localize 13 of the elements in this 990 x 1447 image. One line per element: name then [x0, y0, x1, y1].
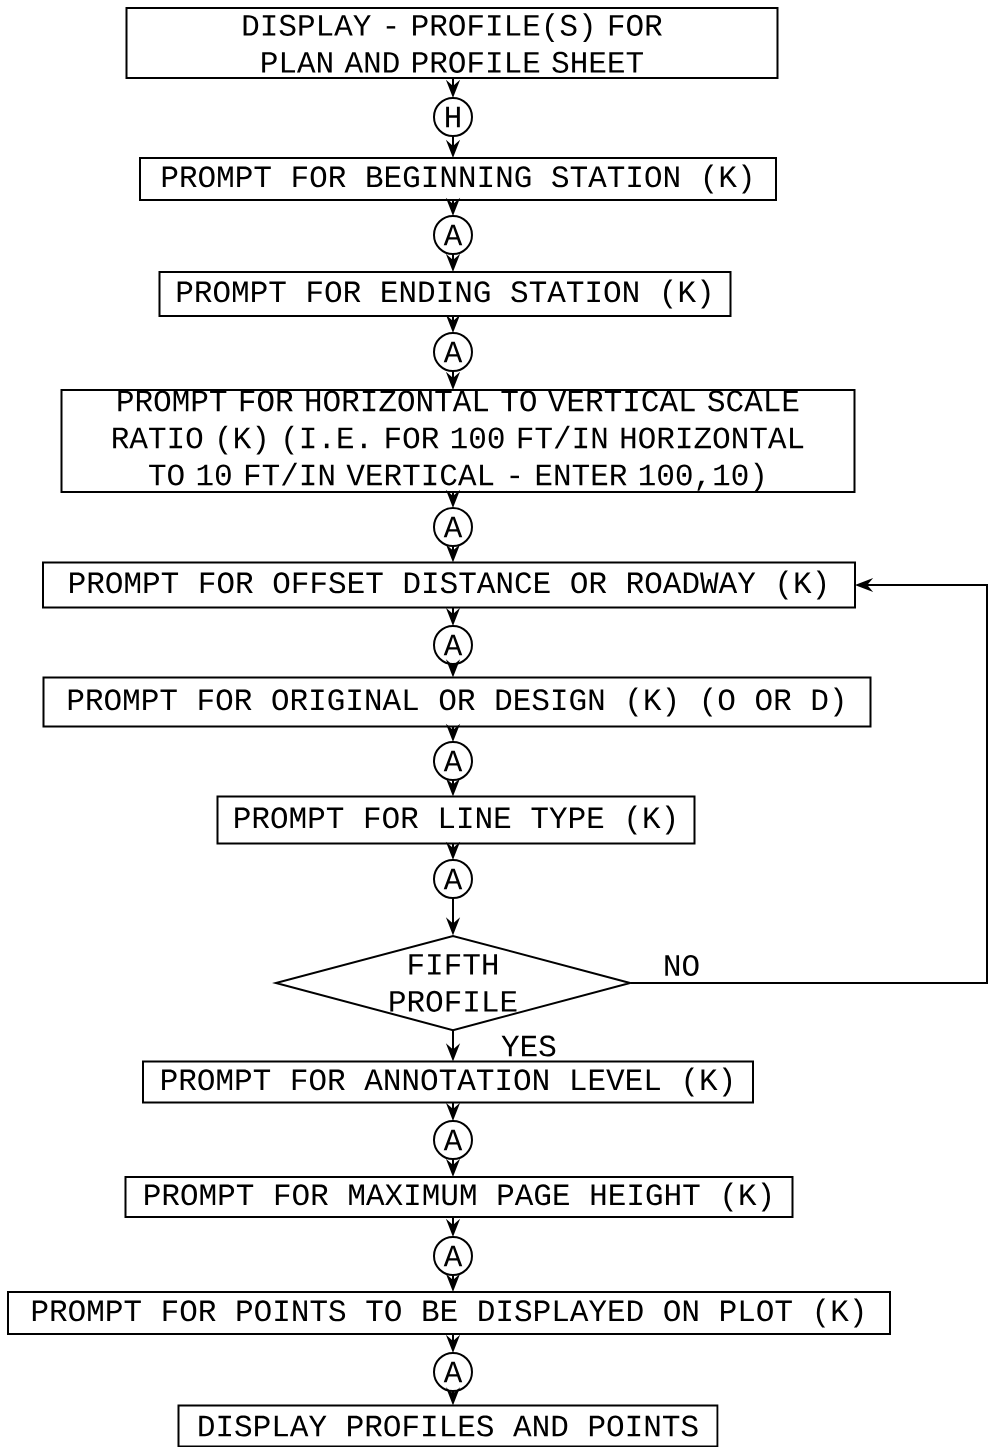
process-box: PROMPT FOR OFFSET DISTANCE OR ROADWAY (K) — [42, 561, 856, 609]
edge-label: NO — [660, 953, 703, 978]
process-box: PROMPT FOR LINE TYPE (K) — [216, 795, 696, 845]
edge-label: YES — [499, 1033, 559, 1059]
process-box: PROMPT FOR BEGINNING STATION (K) — [139, 157, 777, 201]
process-box: PROMPT FOR ORIGINAL OR DESIGN (K) (O OR D) — [42, 676, 872, 728]
process-box: PROMPT FOR ANNOTATION LEVEL (K) — [142, 1060, 754, 1104]
process-box: DISPLAY PROFILES AND POINTS — [177, 1404, 719, 1447]
process-box: DISPLAY - PROFILE(S) FOR PLAN AND PROFILE SHEET — [125, 7, 779, 79]
process-box: PROMPT FOR POINTS TO BE DISPLAYED ON PLOT (K) — [7, 1291, 891, 1335]
process-box: PROMPT FOR ENDING STATION (K) — [158, 271, 732, 317]
process-box: PROMPT FOR MAXIMUM PAGE HEIGHT (K) — [124, 1176, 794, 1218]
process-box: PROMPT FOR HORIZONTAL TO VERTICAL SCALE RATIO (K) (I.E. FOR 100 FT/IN HORIZONTAL TO 10 FT/IN VERTICAL - ENTER 100,10) — [60, 389, 856, 493]
